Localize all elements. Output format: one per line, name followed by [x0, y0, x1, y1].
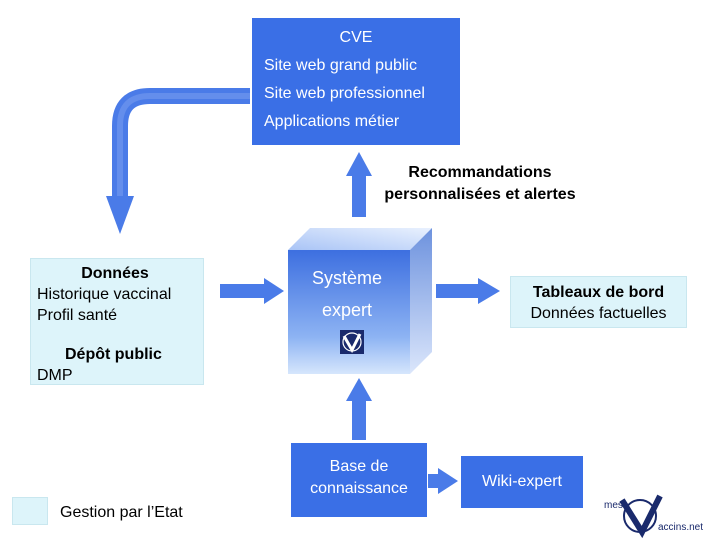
base-connaissance-box: Base de connaissance: [291, 443, 427, 517]
tableaux-box: Tableaux de bord Données factuelles: [510, 276, 687, 328]
legend-swatch: [12, 497, 48, 525]
systeme-line-1: Système: [311, 268, 383, 288]
systeme-line-2: expert: [321, 300, 373, 320]
tableaux-title: Tableaux de bord: [532, 284, 665, 301]
right-arrow-right-icon: [478, 278, 500, 304]
logo-text-mes: mes: [604, 500, 623, 511]
tableaux-line: Données factuelles: [530, 305, 667, 322]
logo-text-accins: accins.net: [658, 522, 704, 533]
systeme-expert-label: Système expert: [288, 262, 406, 326]
cve-line-professionnel: Site web professionnel: [264, 85, 425, 102]
recommendations-label: Recommandations personnalisées et alerte…: [360, 162, 600, 206]
wiki-label: Wiki-expert: [481, 473, 562, 490]
cve-title: CVE: [339, 29, 373, 46]
donnees-title: Données: [81, 265, 149, 282]
donnees-line-profil: Profil santé: [37, 307, 118, 324]
curved-arrow-head-icon: [106, 196, 134, 234]
up-arrow-top-icon: [346, 152, 372, 176]
curved-arrow-icon: [112, 88, 250, 196]
reco-line-2: personnalisées et alertes: [384, 186, 576, 203]
reco-line-1: Recommandations: [408, 164, 552, 181]
donnees-box: Données Historique vaccinal Profil santé…: [30, 258, 204, 385]
depot-line-dmp: DMP: [37, 367, 73, 384]
right-arrow-wiki-icon: [438, 468, 458, 494]
cve-line-applications: Applications métier: [264, 113, 400, 130]
base-line-2: connaissance: [310, 480, 408, 497]
wiki-expert-box: Wiki-expert: [461, 456, 583, 508]
base-line-1: Base de: [329, 458, 389, 475]
mesvaccins-logo-icon: [619, 494, 663, 539]
up-arrow-bottom-icon: [346, 378, 372, 401]
legend-label: Gestion par l’Etat: [60, 504, 183, 521]
cve-line-grand-public: Site web grand public: [264, 57, 417, 74]
vaccins-cube-logo-icon: [340, 330, 364, 354]
right-arrow-left-icon: [264, 278, 284, 304]
donnees-line-historique: Historique vaccinal: [37, 286, 172, 303]
cve-box: CVE Site web grand public Site web profe…: [252, 18, 460, 145]
depot-title: Dépôt public: [65, 346, 162, 363]
